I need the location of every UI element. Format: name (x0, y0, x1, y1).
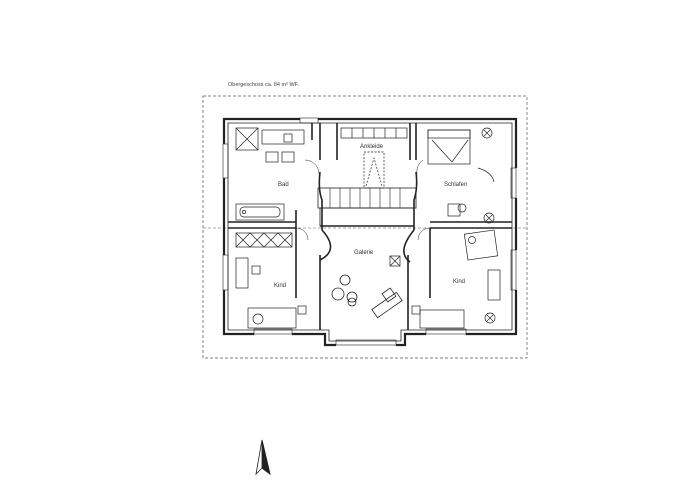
roof-window (363, 151, 385, 189)
plan-caption: Obergeschoss ca. 84 m² WF. (228, 82, 299, 88)
exterior-walls (222, 117, 518, 347)
staircase (317, 187, 417, 227)
room-label-galerie: Galerie (354, 250, 374, 256)
kids-room-left-furniture (235, 232, 307, 329)
master-bed (427, 127, 495, 224)
wardrobe (340, 127, 408, 139)
kids-room-right-furniture (389, 229, 501, 329)
room-label-bad: Bad (278, 182, 289, 188)
interior-walls (228, 123, 512, 330)
room-label-ankleide: Ankleide (360, 144, 384, 150)
gallery-furniture (331, 274, 403, 319)
room-label-kind-left: Kind (274, 283, 286, 289)
room-label-schlafen: Schlafen (444, 182, 467, 188)
bathroom-fixtures (235, 127, 305, 221)
room-label-kind-right: Kind (453, 279, 465, 285)
north-arrow-icon (255, 439, 271, 476)
roof-outline (202, 95, 528, 359)
doors (295, 159, 431, 241)
